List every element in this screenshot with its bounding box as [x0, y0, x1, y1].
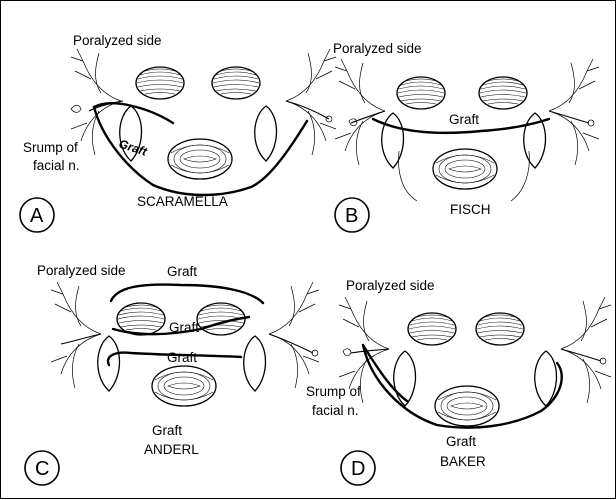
- panel-d-side-label: Poralyzed side: [346, 278, 435, 293]
- panel-b-letter: B: [345, 205, 358, 227]
- panel-a-stump-label-1: Srump of: [23, 140, 78, 155]
- panel-c-graft-label-eye: Graft: [169, 320, 199, 335]
- panel-d-letter: D: [351, 458, 365, 480]
- panel-a-stump-label-2: facial n.: [33, 158, 80, 173]
- panel-c-author: ANDERL: [144, 442, 199, 457]
- panel-c-letter: C: [35, 458, 49, 480]
- panel-d-author: BAKER: [440, 454, 486, 469]
- panel-a-side-label: Poralyzed side: [73, 33, 162, 48]
- panel-d-stump-label-1: Srump of: [306, 384, 361, 399]
- panel-b: Poralyzed side Graft FISCH B: [333, 41, 599, 232]
- panel-c-graft-label-bottom: Graft: [152, 423, 182, 438]
- panel-d: Poralyzed side Srump of facial n. Graft …: [306, 278, 611, 485]
- panel-c-side-label: Poralyzed side: [37, 263, 126, 278]
- panel-a: Poralyzed side Graft Srump of facial n. …: [20, 33, 336, 232]
- panel-b-graft-label: Graft: [449, 112, 479, 127]
- panel-a-letter: A: [30, 205, 44, 227]
- panel-b-author: FISCH: [450, 202, 491, 217]
- panel-c-graft-label-top: Graft: [167, 264, 197, 279]
- panel-c: Poralyzed side Graft Graft Graft Graft A…: [25, 263, 319, 485]
- panel-b-side-label: Poralyzed side: [333, 41, 422, 56]
- panel-c-graft-label-mid: Graft: [167, 350, 197, 365]
- panel-a-author: SCARAMELLA: [137, 194, 228, 209]
- panel-d-stump-label-2: facial n.: [312, 403, 359, 418]
- panel-d-graft-label: Graft: [446, 434, 476, 449]
